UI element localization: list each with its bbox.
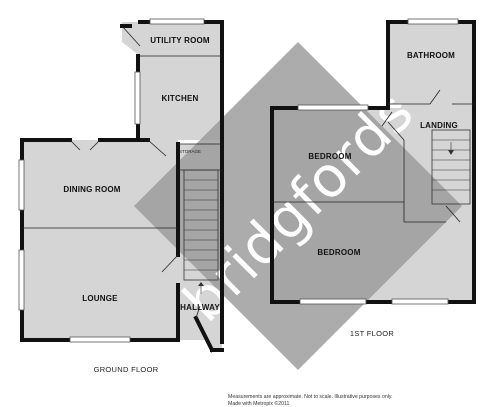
bedroom-front-label: BEDROOM <box>308 152 351 161</box>
storage-label: STORAGE <box>179 149 201 154</box>
footer-credit: Made with Metropix ©2011 <box>228 400 290 407</box>
kitchen-label: KITCHEN <box>162 94 199 103</box>
ground-floor-label: GROUND FLOOR <box>94 365 159 374</box>
ground-floor-openings <box>18 18 205 343</box>
utility-room-label: UTILITY ROOM <box>150 36 210 45</box>
first-floor-label: 1ST FLOOR <box>350 329 395 338</box>
lounge-label: LOUNGE <box>82 294 118 303</box>
floor-labels: GROUND FLOOR 1ST FLOOR <box>94 329 395 374</box>
dining-room-label: DINING ROOM <box>63 185 120 194</box>
landing-label: LANDING <box>420 121 458 130</box>
porch-fill <box>196 318 222 352</box>
footer-notes: Measurements are approximate. Not to sca… <box>228 394 393 407</box>
lounge-fill <box>22 228 178 340</box>
bedroom-rear-label: BEDROOM <box>317 248 360 257</box>
utility-room-fill <box>122 22 222 56</box>
first-floor-openings <box>297 18 459 305</box>
room-labels: UTILITY ROOM KITCHEN STORAGE DINING ROOM… <box>63 36 458 312</box>
watermark-diamond <box>134 42 462 370</box>
ground-floor-stairs <box>183 169 219 294</box>
kitchen-fill <box>138 56 222 140</box>
first-floor-stairs <box>431 129 471 205</box>
bathroom-fill <box>388 22 474 104</box>
footer-disclaimer: Measurements are approximate. Not to sca… <box>228 394 393 400</box>
bathroom-label: BATHROOM <box>407 51 455 60</box>
hallway-label: HALLWAY <box>180 303 220 312</box>
